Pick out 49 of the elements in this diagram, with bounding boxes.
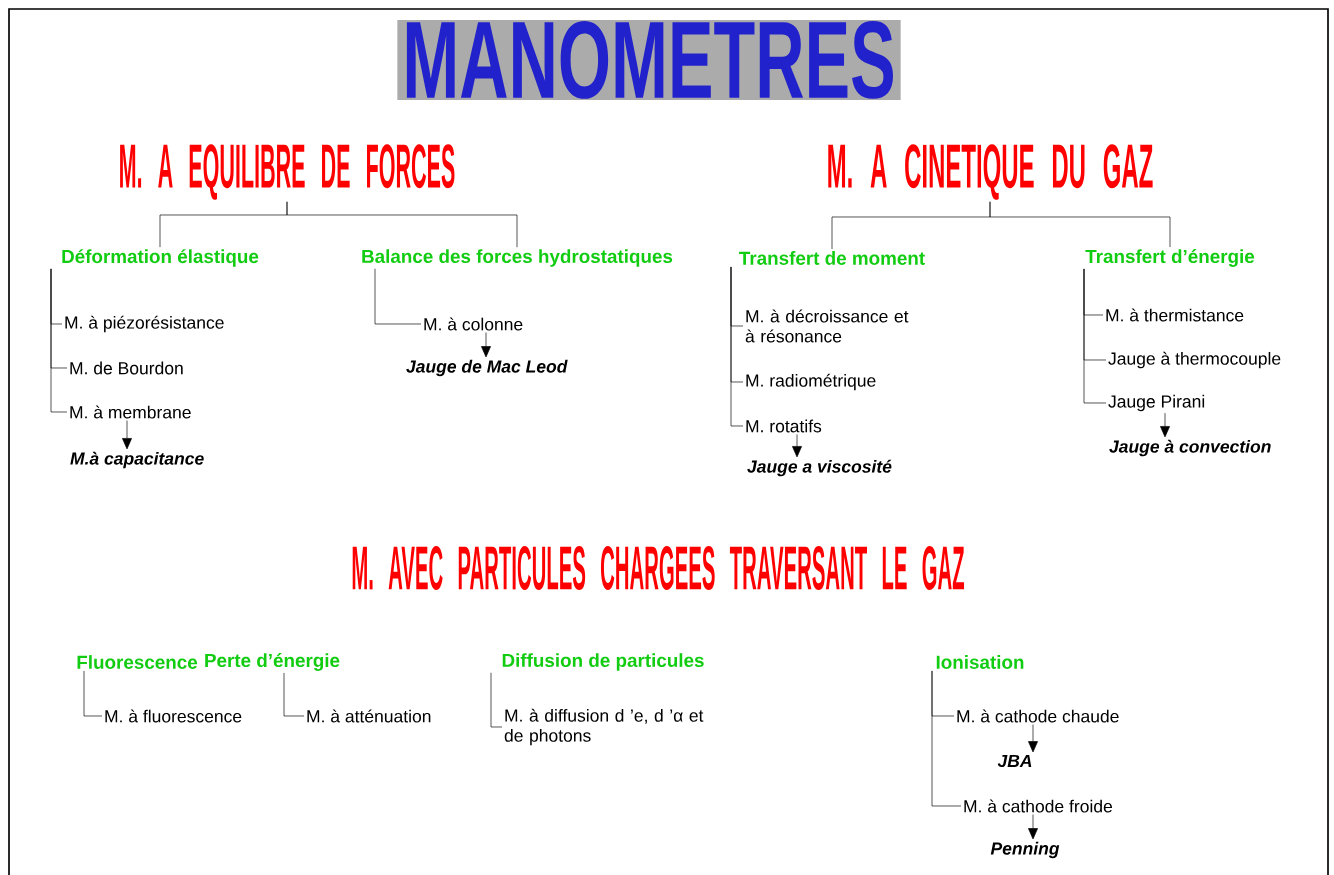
- item-text: M. à cathode chaude: [957, 709, 1119, 723]
- category-heading: Balance des forces hydrostatiques: [362, 249, 673, 267]
- result-text: Jauge à convection: [1109, 439, 1271, 457]
- arrow: [792, 434, 802, 458]
- category-heading: Ionisation: [936, 655, 1024, 669]
- title: MANOMETRES: [397, 20, 901, 100]
- item-text: M. à cathode froide: [964, 799, 1112, 813]
- result-text: JBA: [997, 754, 1032, 768]
- connector-line: [989, 201, 1171, 248]
- connector-line: [374, 268, 422, 325]
- connector-line: [283, 672, 305, 717]
- arrow: [1028, 724, 1038, 753]
- item-text: M. à thermistance: [1106, 308, 1244, 322]
- item-text: M. à piézorésistance: [65, 315, 224, 333]
- arrow: [481, 332, 491, 358]
- group-heading: M. A CINETIQUE DU GAZ: [828, 144, 1153, 200]
- item-text: Jauge à thermocouple: [1108, 351, 1281, 369]
- connector-line: [286, 201, 518, 248]
- category-heading: Diffusion de particules: [502, 653, 704, 671]
- item-text: M. à membrane: [70, 405, 191, 419]
- item-text: M. à décroissance et à résonance: [745, 309, 909, 343]
- arrow: [122, 420, 132, 450]
- category-heading: Perte d’énergie: [205, 653, 340, 671]
- connector-line: [931, 670, 962, 807]
- item-text: Jauge Pirani: [1108, 394, 1205, 412]
- result-text: M.à capacitance: [70, 451, 204, 469]
- item-text: M. à diffusion d ’e, d ’α et de photons: [504, 708, 704, 746]
- section-heading: M. AVEC PARTICULES CHARGEES TRAVERSANT LE GAZ: [352, 546, 965, 590]
- item-text: M. de Bourdon: [70, 361, 183, 375]
- result-text: Jauge a viscosité: [747, 459, 892, 477]
- connector-line: [490, 672, 503, 728]
- arrow: [1160, 412, 1170, 438]
- item-text: M. radiométrique: [746, 373, 876, 391]
- category-heading: Fluorescence: [77, 655, 198, 669]
- item-text: M. à fluorescence: [105, 709, 242, 723]
- group-heading: M. A EQUILIBRE DE FORCES: [120, 144, 455, 200]
- category-heading: Transfert de moment: [739, 251, 925, 265]
- item-text: M. à colonne: [424, 317, 523, 331]
- connector-line: [83, 670, 103, 717]
- category-heading: Transfert d’énergie: [1085, 249, 1255, 267]
- connector-line: [50, 268, 68, 413]
- arrow: [1028, 814, 1038, 840]
- item-text: M. rotatifs: [746, 419, 822, 433]
- connector-line: [1083, 268, 1107, 404]
- result-text: Jauge de Mac Leod: [406, 359, 568, 377]
- item-text: M. à atténuation: [307, 709, 431, 723]
- result-text: Penning: [990, 841, 1060, 859]
- connector-line: [730, 266, 744, 427]
- category-heading: Déformation élastique: [62, 249, 259, 267]
